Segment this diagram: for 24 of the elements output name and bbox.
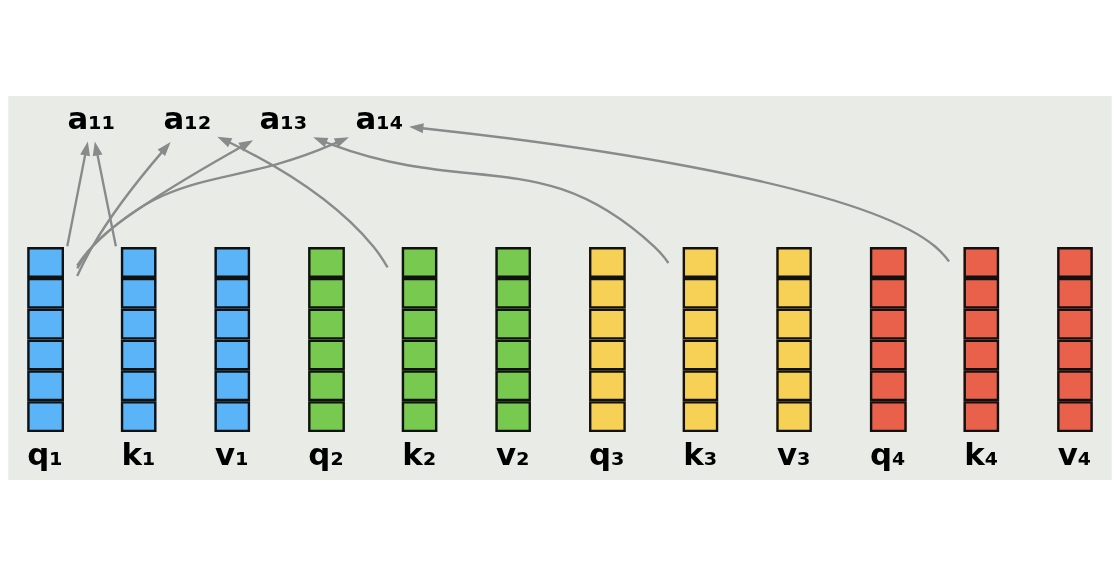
arrow xyxy=(313,137,670,264)
node-label: k₄ xyxy=(964,435,999,472)
arrow xyxy=(76,142,171,277)
node-label: k₃ xyxy=(683,435,718,472)
node-label: q₄ xyxy=(869,435,906,472)
arrow xyxy=(66,141,90,247)
node-text: a₁₄ xyxy=(355,99,404,136)
node-text: a₁₃ xyxy=(259,99,308,136)
node-label: k₂ xyxy=(402,435,437,472)
arrow xyxy=(217,136,389,268)
node-label: q₁ xyxy=(27,435,63,472)
arrow xyxy=(76,140,254,270)
arrow xyxy=(76,137,349,267)
node-label: k₁ xyxy=(121,435,156,472)
node-text: a₁₁ xyxy=(67,99,116,136)
node-text: a₁₂ xyxy=(163,99,212,136)
node-label: v₂ xyxy=(496,435,530,472)
arrow xyxy=(92,141,118,247)
node-label: q₂ xyxy=(308,435,344,472)
node-label: q₃ xyxy=(589,435,625,472)
node-label: v₁ xyxy=(215,435,249,472)
node-label: v₄ xyxy=(1057,435,1092,472)
arrow xyxy=(409,123,950,263)
node-label: v₃ xyxy=(776,435,811,472)
